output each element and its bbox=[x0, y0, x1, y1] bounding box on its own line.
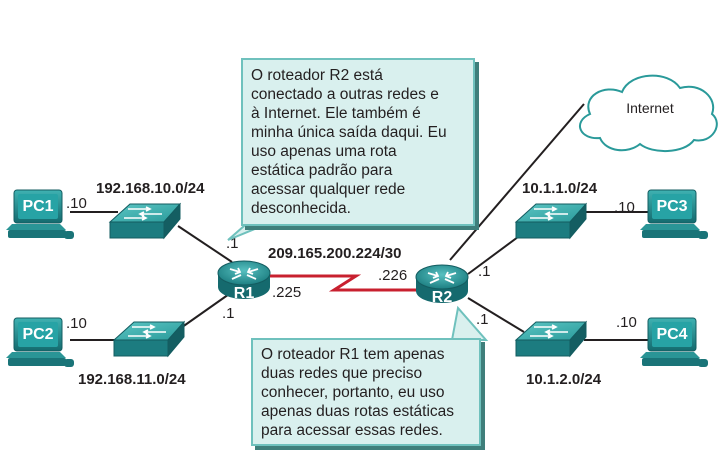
link-r2-switch4 bbox=[467, 297, 525, 333]
pc3-label: PC3 bbox=[656, 198, 687, 215]
pc4-label: PC4 bbox=[656, 326, 687, 343]
serial-link-r1-r2 bbox=[262, 274, 424, 292]
pc2-label: PC2 bbox=[22, 326, 53, 343]
pc1-device: PC1 bbox=[5, 189, 75, 240]
pc3-device: PC3 bbox=[639, 189, 709, 240]
network-label-lan-pc1: 192.168.10.0/24 bbox=[96, 180, 205, 197]
switch-icon bbox=[109, 203, 181, 239]
ip-label-r2-wan: .226 bbox=[378, 267, 407, 284]
link-r2-internet bbox=[449, 103, 585, 261]
pc1-label: PC1 bbox=[22, 198, 53, 215]
callout-r2-speech: O roteador R2 está conectado a outras re… bbox=[241, 58, 475, 226]
internet-label: Internet bbox=[626, 100, 674, 116]
network-label-lan-pc3: 10.1.1.0/24 bbox=[522, 180, 598, 197]
switch-icon bbox=[515, 321, 587, 357]
callout-r1-speech: O roteador R1 tem apenas duas redes que … bbox=[251, 338, 481, 446]
pc2-device: PC2 bbox=[5, 317, 75, 368]
switch-icon bbox=[515, 203, 587, 239]
router-r1: R1 bbox=[217, 260, 271, 302]
r1-label: R1 bbox=[234, 285, 255, 302]
links bbox=[70, 103, 650, 341]
r2-label: R2 bbox=[432, 289, 453, 306]
link-switch2-r1 bbox=[177, 291, 233, 331]
ip-label-r2-lan2: .1 bbox=[476, 311, 489, 328]
link-switch1-r1 bbox=[177, 225, 233, 263]
ip-label-pc4: .10 bbox=[616, 314, 637, 331]
internet-cloud: Internet bbox=[578, 74, 718, 153]
network-label-lan-pc4: 10.1.2.0/24 bbox=[526, 371, 602, 388]
ip-label-r2-lan1: .1 bbox=[478, 263, 491, 280]
network-label-wan: 209.165.200.224/30 bbox=[268, 245, 401, 262]
ip-label-pc3: .10 bbox=[614, 199, 635, 216]
ip-label-r1-wan: .225 bbox=[272, 284, 301, 301]
ip-label-pc1: .10 bbox=[66, 195, 87, 212]
ip-label-r1-lan2: .1 bbox=[222, 305, 235, 322]
switch-icon bbox=[113, 321, 185, 357]
network-label-lan-pc2: 192.168.11.0/24 bbox=[78, 371, 186, 388]
router-r2: R2 bbox=[415, 264, 469, 306]
link-r2-switch3 bbox=[467, 233, 523, 275]
ip-label-pc2: .10 bbox=[66, 315, 87, 332]
pc4-device: PC4 bbox=[639, 317, 709, 368]
